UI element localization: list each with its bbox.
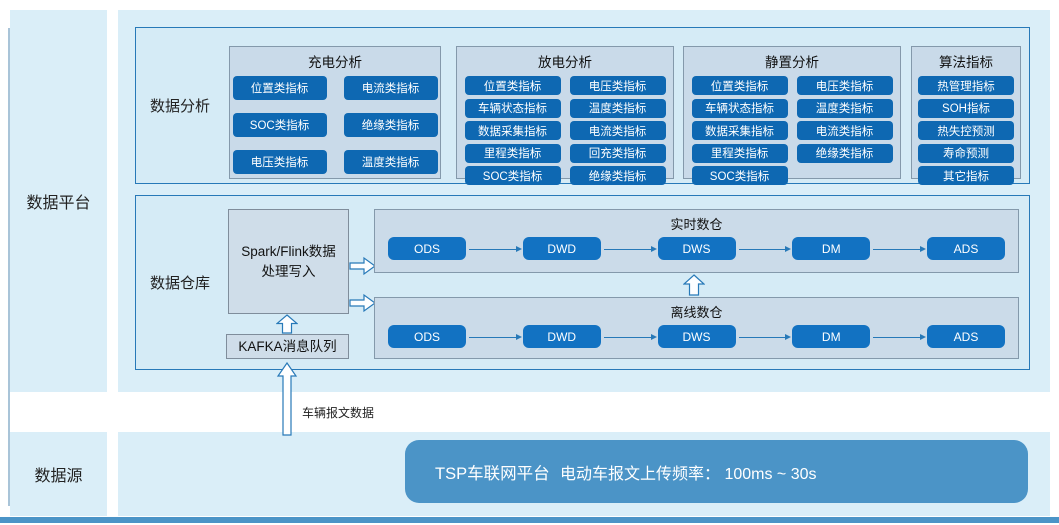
metric-chip: SOC类指标 bbox=[464, 166, 561, 185]
metric-chip: 里程类指标 bbox=[691, 143, 788, 163]
metric-chip: 其它指标 bbox=[918, 166, 1014, 185]
flow-connector bbox=[466, 332, 523, 342]
metric-chip: 电流类指标 bbox=[343, 76, 438, 100]
spark-to-offline-arrow-icon bbox=[349, 293, 376, 313]
node-dws: DWS bbox=[657, 325, 736, 348]
metric-chip: 绝缘类指标 bbox=[796, 143, 893, 163]
offline-warehouse-lane: 离线数仓 ODS DWD DWS DM ADS bbox=[374, 297, 1019, 359]
kafka-label: KAFKA消息队列 bbox=[238, 338, 337, 354]
metric-chip: 绝缘类指标 bbox=[343, 113, 438, 137]
metric-chip: 热管理指标 bbox=[918, 76, 1014, 95]
metric-chip: 绝缘类指标 bbox=[569, 166, 666, 185]
node-ods: ODS bbox=[388, 325, 466, 348]
metric-chip: SOC类指标 bbox=[691, 166, 788, 185]
metric-chip: 位置类指标 bbox=[232, 76, 327, 100]
node-dwd: DWD bbox=[522, 237, 601, 260]
group-title: 静置分析 bbox=[765, 55, 819, 70]
metric-chip: 里程类指标 bbox=[464, 143, 561, 163]
group-title: 算法指标 bbox=[939, 55, 993, 70]
group-standing-analysis: 静置分析 位置类指标 电压类指标 车辆状态指标 温度类指标 数据采集指标 电流类… bbox=[683, 46, 901, 185]
metric-chip: 电流类指标 bbox=[796, 121, 893, 140]
metric-chip: 数据采集指标 bbox=[464, 121, 561, 140]
bottom-strip bbox=[0, 517, 1059, 523]
metric-chip: 车辆状态指标 bbox=[691, 98, 788, 118]
analysis-section: 数据分析 充电分析 位置类指标 电流类指标 SOC类指标 绝缘类指标 电压类指标… bbox=[135, 27, 1030, 185]
flow-connector bbox=[870, 244, 927, 254]
tsp-to-kafka-arrow-icon bbox=[276, 362, 298, 436]
node-ads: ADS bbox=[927, 237, 1005, 260]
metric-chip: 温度类指标 bbox=[796, 98, 893, 118]
node-dwd: DWD bbox=[522, 325, 601, 348]
platform-label: 数据平台 bbox=[26, 195, 91, 212]
realtime-warehouse-lane: 实时数仓 ODS DWD DWS DM ADS bbox=[374, 209, 1019, 273]
metric-chip: 数据采集指标 bbox=[691, 121, 788, 140]
metric-chip: 车辆状态指标 bbox=[464, 98, 561, 118]
kafka-box: KAFKA消息队列 bbox=[226, 334, 349, 359]
left-accent-line bbox=[8, 28, 10, 506]
metric-chip: 温度类指标 bbox=[343, 150, 438, 174]
platform-row-label: 数据平台 bbox=[10, 10, 107, 392]
tsp-platform-box: TSP车联网平台 电动车报文上传频率： 100ms ~ 30s bbox=[405, 440, 1028, 503]
metric-chip: 电压类指标 bbox=[796, 76, 893, 95]
metric-chip: SOH指标 bbox=[918, 98, 1014, 118]
analysis-section-label: 数据分析 bbox=[150, 98, 211, 115]
warehouse-section-label: 数据仓库 bbox=[150, 275, 211, 292]
metric-chip: 热失控预测 bbox=[918, 121, 1014, 140]
metric-chip: SOC类指标 bbox=[232, 113, 327, 137]
metric-chip: 温度类指标 bbox=[569, 98, 666, 118]
flow-connector bbox=[601, 332, 658, 342]
flow-connector bbox=[736, 332, 793, 342]
warehouse-section: 数据仓库 Spark/Flink数据 处理写入 KAFKA消息队列 实时数仓 O… bbox=[135, 195, 1030, 370]
vehicle-message-label: 车辆报文数据 bbox=[302, 406, 375, 420]
group-title: 放电分析 bbox=[538, 55, 592, 70]
source-row-label: 数据源 bbox=[10, 432, 107, 516]
metric-chip: 寿命预测 bbox=[918, 143, 1014, 163]
flow-connector bbox=[870, 332, 927, 342]
node-dws: DWS bbox=[657, 237, 736, 260]
flow-connector bbox=[466, 244, 523, 254]
upload-frequency-label: 电动车报文上传频率： 100ms ~ 30s bbox=[560, 465, 817, 483]
lane-title: 离线数仓 bbox=[670, 305, 723, 320]
metric-chip: 位置类指标 bbox=[464, 76, 561, 95]
spark-flink-line2: 处理写入 bbox=[261, 263, 316, 279]
metric-chip: 回充类指标 bbox=[569, 143, 666, 163]
tsp-platform-label: TSP车联网平台 bbox=[435, 464, 550, 483]
flow-connector bbox=[736, 244, 793, 254]
node-ads: ADS bbox=[927, 325, 1005, 348]
flow-connector bbox=[601, 244, 658, 254]
group-title: 充电分析 bbox=[308, 55, 362, 70]
spark-flink-box: Spark/Flink数据 处理写入 bbox=[228, 209, 349, 314]
spark-flink-line1: Spark/Flink数据 bbox=[241, 243, 336, 259]
node-ods: ODS bbox=[388, 237, 466, 260]
group-discharging-analysis: 放电分析 位置类指标 电压类指标 车辆状态指标 温度类指标 数据采集指标 电流类… bbox=[456, 46, 674, 185]
source-label: 数据源 bbox=[34, 468, 83, 485]
group-charging-analysis: 充电分析 位置类指标 电流类指标 SOC类指标 绝缘类指标 电压类指标 温度类指… bbox=[229, 46, 441, 179]
metric-chip: 电压类指标 bbox=[569, 76, 666, 95]
offline-to-realtime-arrow-icon bbox=[683, 274, 705, 296]
metric-chip: 电流类指标 bbox=[569, 121, 666, 140]
node-dm: DM bbox=[792, 325, 871, 348]
kafka-to-spark-arrow-icon bbox=[276, 314, 298, 334]
spark-to-realtime-arrow-icon bbox=[349, 256, 376, 276]
group-algorithm-metrics: 算法指标 热管理指标 SOH指标 热失控预测 寿命预测 其它指标 bbox=[911, 46, 1021, 185]
lane-title: 实时数仓 bbox=[670, 217, 723, 232]
node-dm: DM bbox=[792, 237, 871, 260]
metric-chip: 位置类指标 bbox=[691, 76, 788, 95]
metric-chip: 电压类指标 bbox=[232, 150, 327, 174]
